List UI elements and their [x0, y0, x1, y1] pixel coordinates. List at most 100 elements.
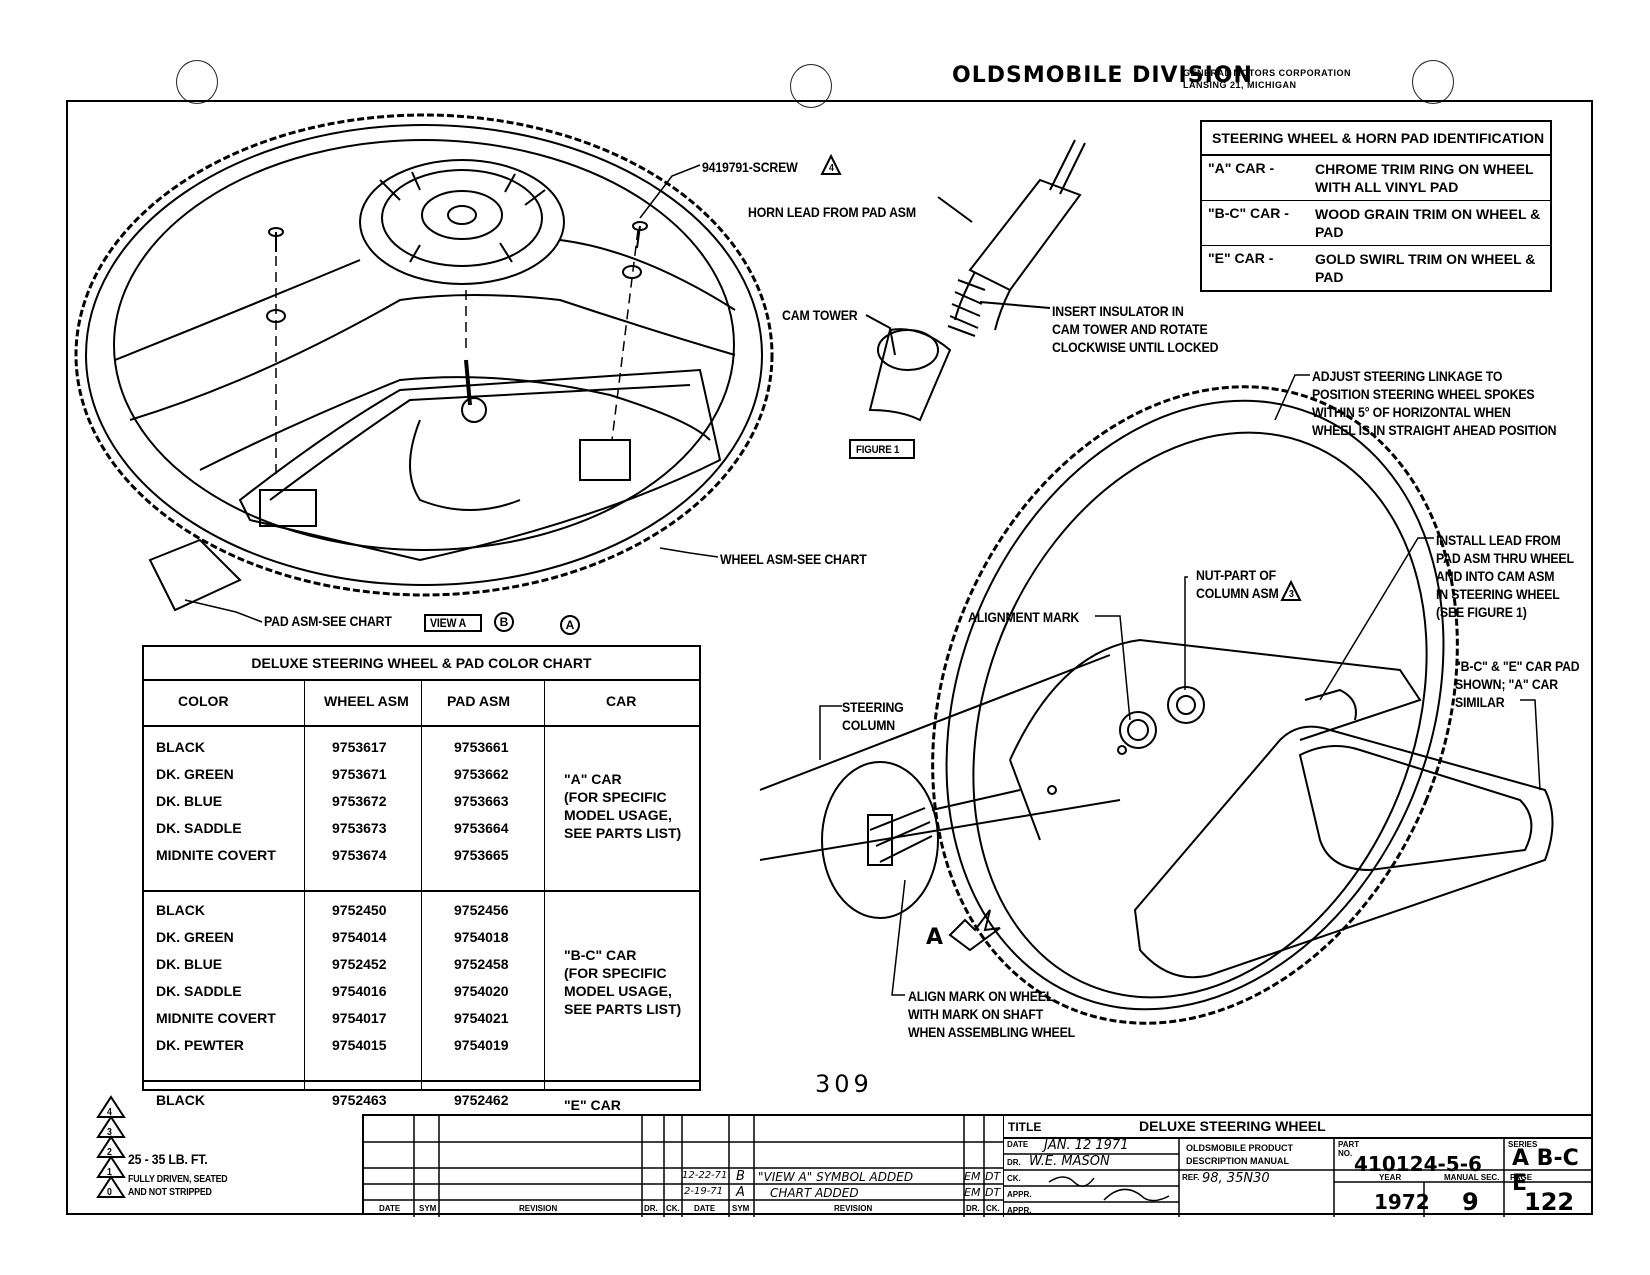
bc-e-shown-line-3: SIMILAR [1455, 694, 1505, 710]
pad-asm-cell: 9752458 [454, 956, 509, 972]
reference: 98, 35N30 [1202, 1171, 1270, 1186]
note-number-0: 0 [107, 1187, 112, 1198]
rev-header-sym: SYM [419, 1204, 437, 1213]
pad-asm-cell: 9753662 [454, 766, 509, 782]
note-triangles [96, 1095, 126, 1198]
color-cell: DK. BLUE [156, 956, 223, 972]
wheel-asm-cell: 9753673 [332, 820, 387, 836]
series-value: A B-C E [1512, 1146, 1579, 1196]
wheel-asm-cell: 9752463 [332, 1092, 387, 1108]
column-divider [544, 679, 545, 1089]
header-color: COLOR [178, 693, 229, 709]
identification-car: "A" CAR - [1208, 160, 1275, 176]
view-a-pad [148, 359, 722, 612]
car-cell: MODEL USAGE, [564, 806, 672, 823]
pad-asm-cell: 9754019 [454, 1037, 509, 1053]
align-mark-line-2: WITH MARK ON SHAFT [908, 1006, 1044, 1022]
car-cell: (FOR SPECIFIC [564, 965, 667, 981]
figure-1-box [849, 439, 915, 459]
checked-label: CK. [1007, 1174, 1021, 1183]
color-cell: DK. GREEN [156, 766, 234, 782]
manual-sec-label: MANUAL SEC. [1444, 1173, 1500, 1182]
note-4-triangle-icon [820, 154, 842, 175]
adjust-linkage-line-1: ADJUST STEERING LINKAGE TO [1312, 368, 1503, 384]
cam-tower-callout: CAM TOWER [782, 307, 858, 323]
align-mark-line-3: WHEN ASSEMBLING WHEEL [908, 1024, 1075, 1040]
revision-b-text: "VIEW A" SYMBOL ADDED [758, 1170, 914, 1184]
identification-row-bc: "B-C" CAR - WOOD GRAIN TRIM ON WHEEL & P… [1202, 201, 1550, 246]
column-divider [304, 679, 305, 1089]
view-a-wheel-rim [74, 113, 774, 597]
column-divider [421, 679, 422, 1089]
color-cell: DK. PEWTER [156, 1037, 244, 1053]
rev-header-dr-2: DR. [966, 1204, 980, 1213]
color-cell: BLACK [156, 902, 205, 918]
punch-hole-left [176, 60, 218, 104]
approved-label-2: APPR. [1007, 1206, 1032, 1215]
wheel-asm-cell: 9753617 [332, 739, 387, 755]
revision-a-text: CHART ADDED [770, 1186, 859, 1200]
revision-b-date: 12-22-71 [682, 1170, 728, 1181]
page-value: 122 [1524, 1188, 1575, 1216]
bc-e-shown-line-1: "B-C" & "E" CAR PAD [1455, 658, 1580, 674]
rev-header-date: DATE [379, 1204, 401, 1213]
note-number-3: 3 [107, 1127, 112, 1138]
car-cell: SEE PARTS LIST) [564, 1001, 682, 1017]
rev-header-revision: REVISION [519, 1204, 558, 1213]
rev-header-ck: CK. [666, 1204, 680, 1213]
car-cell: "A" CAR [564, 770, 622, 787]
drawing-date: JAN. 12 1971 [1044, 1138, 1129, 1153]
install-lead-line-1: INSTALL LEAD FROM [1436, 532, 1561, 548]
view-a-hub [359, 159, 565, 285]
manual-sec-value: 9 [1462, 1188, 1479, 1216]
identification-desc: CHROME TRIM RING ON WHEEL WITH ALL VINYL… [1315, 161, 1534, 195]
identification-desc: GOLD SWIRL TRIM ON WHEEL & PAD [1315, 251, 1536, 285]
pad-asm-callout: PAD ASM-SEE CHART [264, 613, 392, 629]
view-a-leaders [184, 164, 719, 623]
group-divider [144, 1080, 699, 1082]
title-grid [1004, 1137, 1593, 1217]
note-number-1: 1 [107, 1167, 112, 1178]
horn-lead-callout: HORN LEAD FROM PAD ASM [748, 204, 916, 220]
car-cell: "B-C" CAR [564, 947, 637, 963]
wheel-asm-cell: 9752450 [332, 902, 387, 918]
header-car: CAR [606, 693, 637, 709]
color-chart-title: DELUXE STEERING WHEEL & PAD COLOR CHART [144, 647, 699, 681]
pad-asm-cell: 9754021 [454, 1010, 509, 1026]
pad-asm-cell: 9753661 [454, 739, 509, 755]
series-label: SERIES [1508, 1140, 1538, 1149]
install-lead-line-3: AND INTO CAM ASM [1436, 568, 1555, 584]
nut-note-number: 3 [1289, 589, 1294, 600]
wheel-asm-cell: 9753672 [332, 793, 387, 809]
nut-callout-line-2: COLUMN ASM [1196, 585, 1279, 601]
install-lead-line-2: PAD ASM THRU WHEEL [1436, 550, 1574, 566]
identification-row-a: "A" CAR - CHROME TRIM RING ON WHEEL WITH… [1202, 156, 1550, 201]
screw-note-number: 4 [829, 163, 834, 174]
pad-asm-cell: 9754018 [454, 929, 509, 945]
identification-desc: WOOD GRAIN TRIM ON WHEEL & PAD [1315, 206, 1541, 240]
car-cell: MODEL USAGE, [564, 983, 672, 999]
bc-e-shown-line-2: SHOWN; "A" CAR [1455, 676, 1558, 692]
align-mark-line-1: ALIGN MARK ON WHEEL [908, 988, 1054, 1004]
corporation-location: LANSING 21, MICHIGAN [1183, 80, 1297, 90]
wheel-asm-cell: 9753674 [332, 847, 387, 863]
note-number-4: 4 [107, 1107, 112, 1118]
adjust-linkage-line-2: POSITION STEERING WHEEL SPOKES [1312, 386, 1535, 402]
revision-a-sym: A [736, 1185, 745, 1200]
view-a-screw-paths [275, 229, 639, 480]
insert-insulator-line-1: INSERT INSULATOR IN [1052, 303, 1184, 319]
revision-b-sym: B [736, 1169, 745, 1184]
corporation-name: GENERAL MOTORS CORPORATION [1183, 68, 1352, 78]
color-cell: BLACK [156, 1092, 205, 1108]
adjust-linkage-line-4: WHEEL IS IN STRAIGHT AHEAD POSITION [1312, 422, 1557, 438]
view-a-screws [266, 221, 648, 323]
rev-header-ck-2: CK. [986, 1204, 1000, 1213]
header-pad-asm: PAD ASM [447, 693, 510, 709]
view-a-arrow [948, 909, 1001, 952]
car-cell: "E" CAR [564, 1096, 621, 1113]
group-divider [144, 890, 699, 892]
identification-row-e: "E" CAR - GOLD SWIRL TRIM ON WHEEL & PAD [1202, 246, 1550, 290]
drawn-label: DR. [1007, 1158, 1021, 1167]
pad-asm-cell: 9752456 [454, 902, 509, 918]
install-lead-line-5: (SEE FIGURE 1) [1436, 604, 1527, 620]
